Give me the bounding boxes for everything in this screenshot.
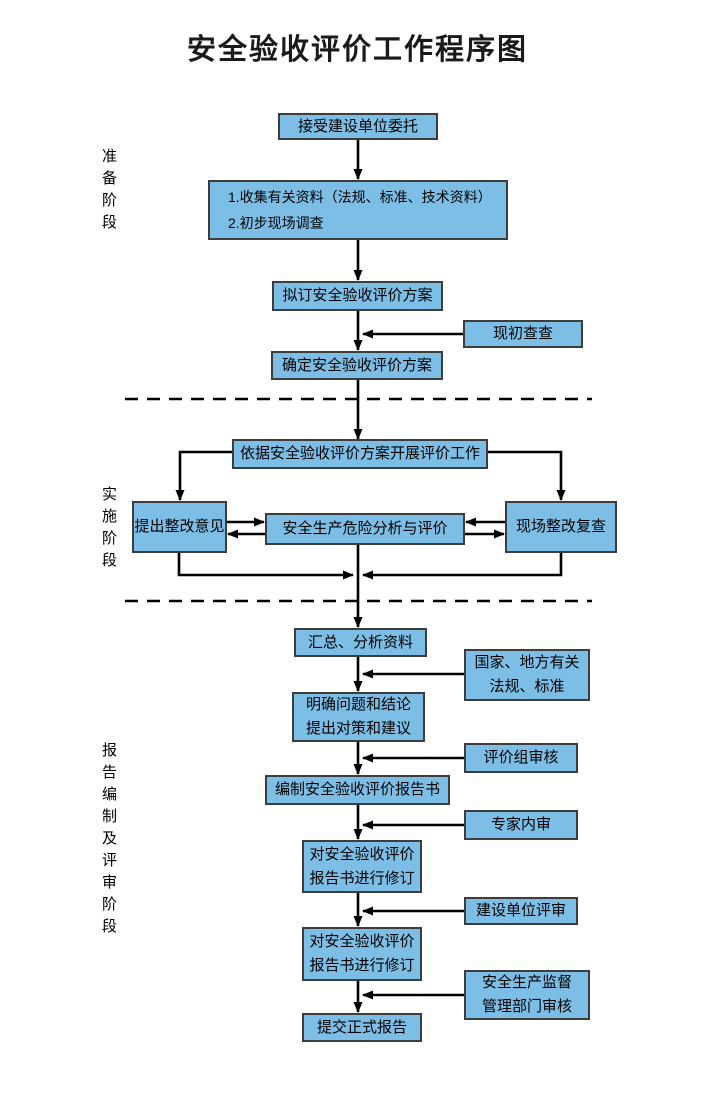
propose-rectification-box: 提出整改意见 — [132, 501, 227, 553]
summarize-analyze-label: 汇总、分析资料 — [307, 633, 413, 651]
authority-review-line2: 管理部门审核 — [481, 998, 572, 1015]
carry-out-evaluation-label: 依据安全验收评价方案开展评价工作 — [239, 445, 480, 462]
propose-rectification-label: 提出整改意见 — [134, 518, 225, 535]
client-review-label: 建设单位评审 — [475, 902, 566, 919]
expert-review-label: 专家内审 — [490, 816, 551, 833]
revise-report-2-line1: 对安全验收评价 — [309, 933, 415, 950]
regulations-box: 国家、地方有关 法规、标准 — [464, 649, 590, 701]
site-recheck-label: 现场整改复查 — [515, 518, 606, 535]
collect-info-line1: 1.收集有关资料（法规、标准、技术资料） — [228, 189, 492, 205]
clarify-conclusions-line2: 提出对策和建议 — [305, 720, 411, 737]
submit-report-box: 提交正式报告 — [302, 1013, 422, 1042]
review-group-label: 评价组审核 — [483, 749, 559, 766]
accept-commission-label: 接受建设单位委托 — [297, 117, 418, 135]
authority-review-box: 安全生产监督 管理部门审核 — [464, 970, 590, 1020]
compile-report-label: 编制安全验收评价报告书 — [274, 781, 440, 798]
phase-label-reporting: 报告编制及评审阶段 — [100, 742, 117, 940]
accept-commission-box: 接受建设单位委托 — [278, 113, 438, 140]
confirm-plan-box: 确定安全验收评价方案 — [271, 351, 443, 380]
collect-info-line2: 2.初步现场调查 — [228, 215, 324, 231]
collect-info-box: 1.收集有关资料（法规、标准、技术资料） 2.初步现场调查 — [208, 180, 508, 240]
revise-report-2-line2: 报告书进行修订 — [309, 957, 415, 974]
arrow-carryout-to-recheck — [488, 450, 566, 501]
clarify-conclusions-box: 明确问题和结论 提出对策和建议 — [292, 692, 425, 742]
summarize-analyze-box: 汇总、分析资料 — [294, 628, 427, 657]
revise-report-1-line1: 对安全验收评价 — [309, 845, 415, 863]
clarify-conclusions-line1: 明确问题和结论 — [305, 696, 411, 713]
revise-report-box-1: 对安全验收评价 报告书进行修订 — [302, 840, 422, 893]
initial-site-check-box: 现初查查 — [463, 320, 583, 348]
regulations-line1: 国家、地方有关 — [474, 654, 580, 671]
arrow-carryout-to-propose — [175, 450, 232, 501]
regulations-line2: 法规、标准 — [489, 678, 565, 695]
arrow-propose-to-merge — [177, 553, 354, 580]
draft-plan-box: 拟订安全验收评价方案 — [272, 281, 443, 311]
expert-review-box: 专家内审 — [464, 810, 578, 840]
client-review-box: 建设单位评审 — [464, 897, 578, 925]
submit-report-label: 提交正式报告 — [316, 1018, 407, 1036]
revise-report-1-line2: 报告书进行修订 — [309, 869, 415, 887]
site-recheck-box: 现场整改复查 — [505, 501, 617, 553]
phase-label-preparation: 准备阶段 — [100, 148, 117, 236]
phase-label-implementation: 实施阶段 — [100, 486, 117, 574]
initial-site-check-label: 现初查查 — [492, 325, 553, 342]
hazard-analysis-label: 安全生产危险分析与评价 — [282, 520, 448, 537]
compile-report-box: 编制安全验收评价报告书 — [265, 775, 450, 805]
carry-out-evaluation-box: 依据安全验收评价方案开展评价工作 — [232, 439, 488, 469]
revise-report-box-2: 对安全验收评价 报告书进行修订 — [302, 927, 422, 981]
page-title: 安全验收评价工作程序图 — [186, 34, 528, 66]
draft-plan-label: 拟订安全验收评价方案 — [282, 287, 433, 304]
arrow-recheck-to-merge — [362, 553, 563, 580]
authority-review-line1: 安全生产监督 — [481, 974, 572, 991]
hazard-analysis-box: 安全生产危险分析与评价 — [265, 513, 465, 545]
review-group-box: 评价组审核 — [464, 743, 578, 773]
confirm-plan-label: 确定安全验收评价方案 — [281, 356, 432, 374]
